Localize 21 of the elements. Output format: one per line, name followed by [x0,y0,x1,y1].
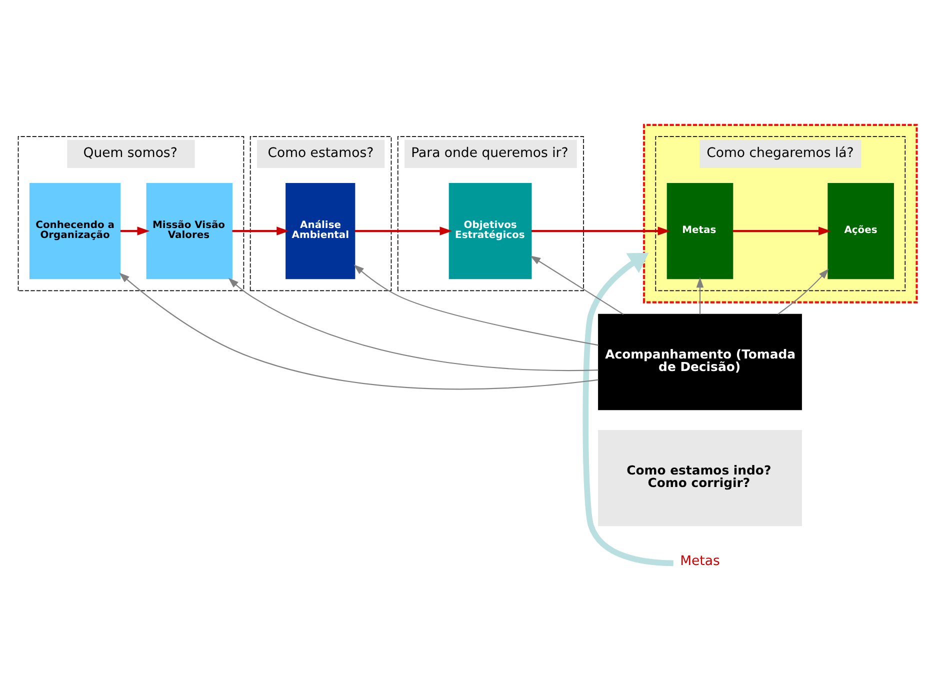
node-box: Acompanhamento (Tomada de Decisão) [598,314,802,410]
arrow [354,226,452,236]
arrow [582,252,674,566]
arrow [120,226,150,236]
arrow [530,256,624,315]
node-box: Missão Visão Valores [146,182,233,280]
arrow [531,226,670,236]
arrow [778,268,829,315]
arrow [696,277,704,314]
arrow [354,264,598,346]
arrow [119,272,598,390]
node-box: Conhecendo a Organização [29,182,121,280]
cluster [643,124,918,304]
node-box: Metas [666,182,734,280]
node-box: Análise Ambiental [286,182,356,280]
arrow [733,226,831,236]
arrow [228,278,598,372]
node-text: Metas [680,554,720,569]
arrow [232,226,290,236]
node-box: Objetivos Estratégicos [448,182,532,280]
node-box: Ações [828,182,894,280]
